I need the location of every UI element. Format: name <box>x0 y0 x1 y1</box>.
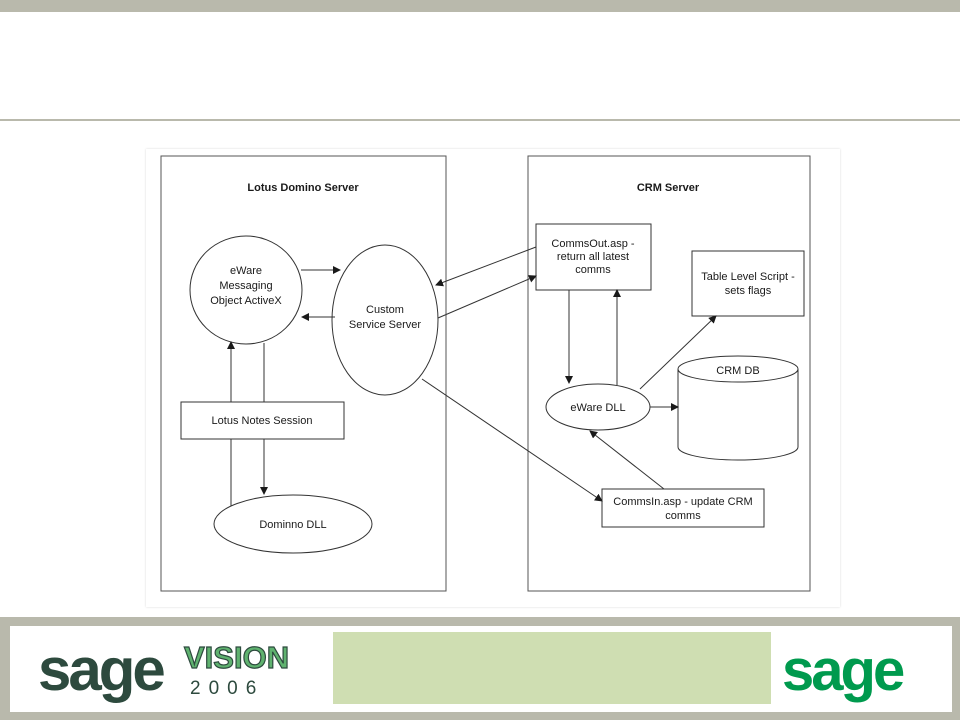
footer-green-panel <box>333 632 771 704</box>
eware-object-label-3: Object ActiveX <box>210 295 282 307</box>
sage-vision-word1: sage <box>38 636 164 703</box>
top-bar <box>0 0 960 12</box>
table-script-label-1: Table Level Script - <box>701 271 795 283</box>
table-level-script-node <box>691 250 805 317</box>
crm-db-label: CRM DB <box>716 365 759 377</box>
commsout-label-2: return all latest <box>557 251 629 263</box>
arrow-custom-to-commsin <box>421 378 603 502</box>
commsout-label-3: comms <box>575 264 611 276</box>
arrow-commsout-to-custom <box>435 246 537 287</box>
custom-service-server-node <box>331 244 439 396</box>
crm-db-node <box>677 355 799 461</box>
eware-messaging-object-node <box>189 235 303 345</box>
commsout-asp-node <box>535 223 652 291</box>
lotus-domino-server-box <box>160 155 447 592</box>
commsin-label-2: comms <box>665 510 701 522</box>
footer-band: sage VISION 2006 sage <box>0 617 960 720</box>
commsin-label-1: CommsIn.asp - update CRM <box>613 496 752 508</box>
sage-vision-year: 2006 <box>190 678 264 699</box>
table-script-label-2: sets flags <box>725 285 772 297</box>
custom-service-label-1: Custom <box>366 304 404 316</box>
custom-service-label-2: Service Server <box>349 319 421 331</box>
slide-title-area <box>0 12 960 120</box>
crm-server-box <box>527 155 811 592</box>
eware-object-label-1: eWare <box>230 265 262 277</box>
lotus-notes-session-node <box>180 401 345 440</box>
domino-dll-label: Dominno DLL <box>259 519 326 531</box>
sage-logo: sage <box>782 638 907 703</box>
eware-object-label-2: Messaging <box>219 280 272 292</box>
sage-vision-2006-logo: sage VISION 2006 <box>38 636 290 703</box>
lotus-domino-server-title: Lotus Domino Server <box>247 182 359 194</box>
sage-vision-word2: VISION <box>184 640 289 675</box>
commsout-label-1: CommsOut.asp - <box>551 238 634 250</box>
lotus-notes-session-label: Lotus Notes Session <box>212 415 313 427</box>
domino-dll-node <box>213 494 373 554</box>
architecture-diagram: Lotus Domino Server CRM Server eWare Mes… <box>146 149 840 607</box>
footer-panel: sage VISION 2006 sage <box>10 626 952 712</box>
commsin-asp-node <box>601 488 765 528</box>
arrow-ewaredll-to-table-script <box>639 315 717 390</box>
title-divider <box>0 119 960 121</box>
sage-logo-word: sage <box>782 638 904 703</box>
arrow-custom-to-commsout <box>437 275 537 319</box>
arrow-commsin-to-ewaredll <box>589 430 665 490</box>
crm-server-title: CRM Server <box>637 182 700 194</box>
eware-dll-label: eWare DLL <box>570 402 625 414</box>
diagram-canvas: Lotus Domino Server CRM Server eWare Mes… <box>160 155 811 592</box>
